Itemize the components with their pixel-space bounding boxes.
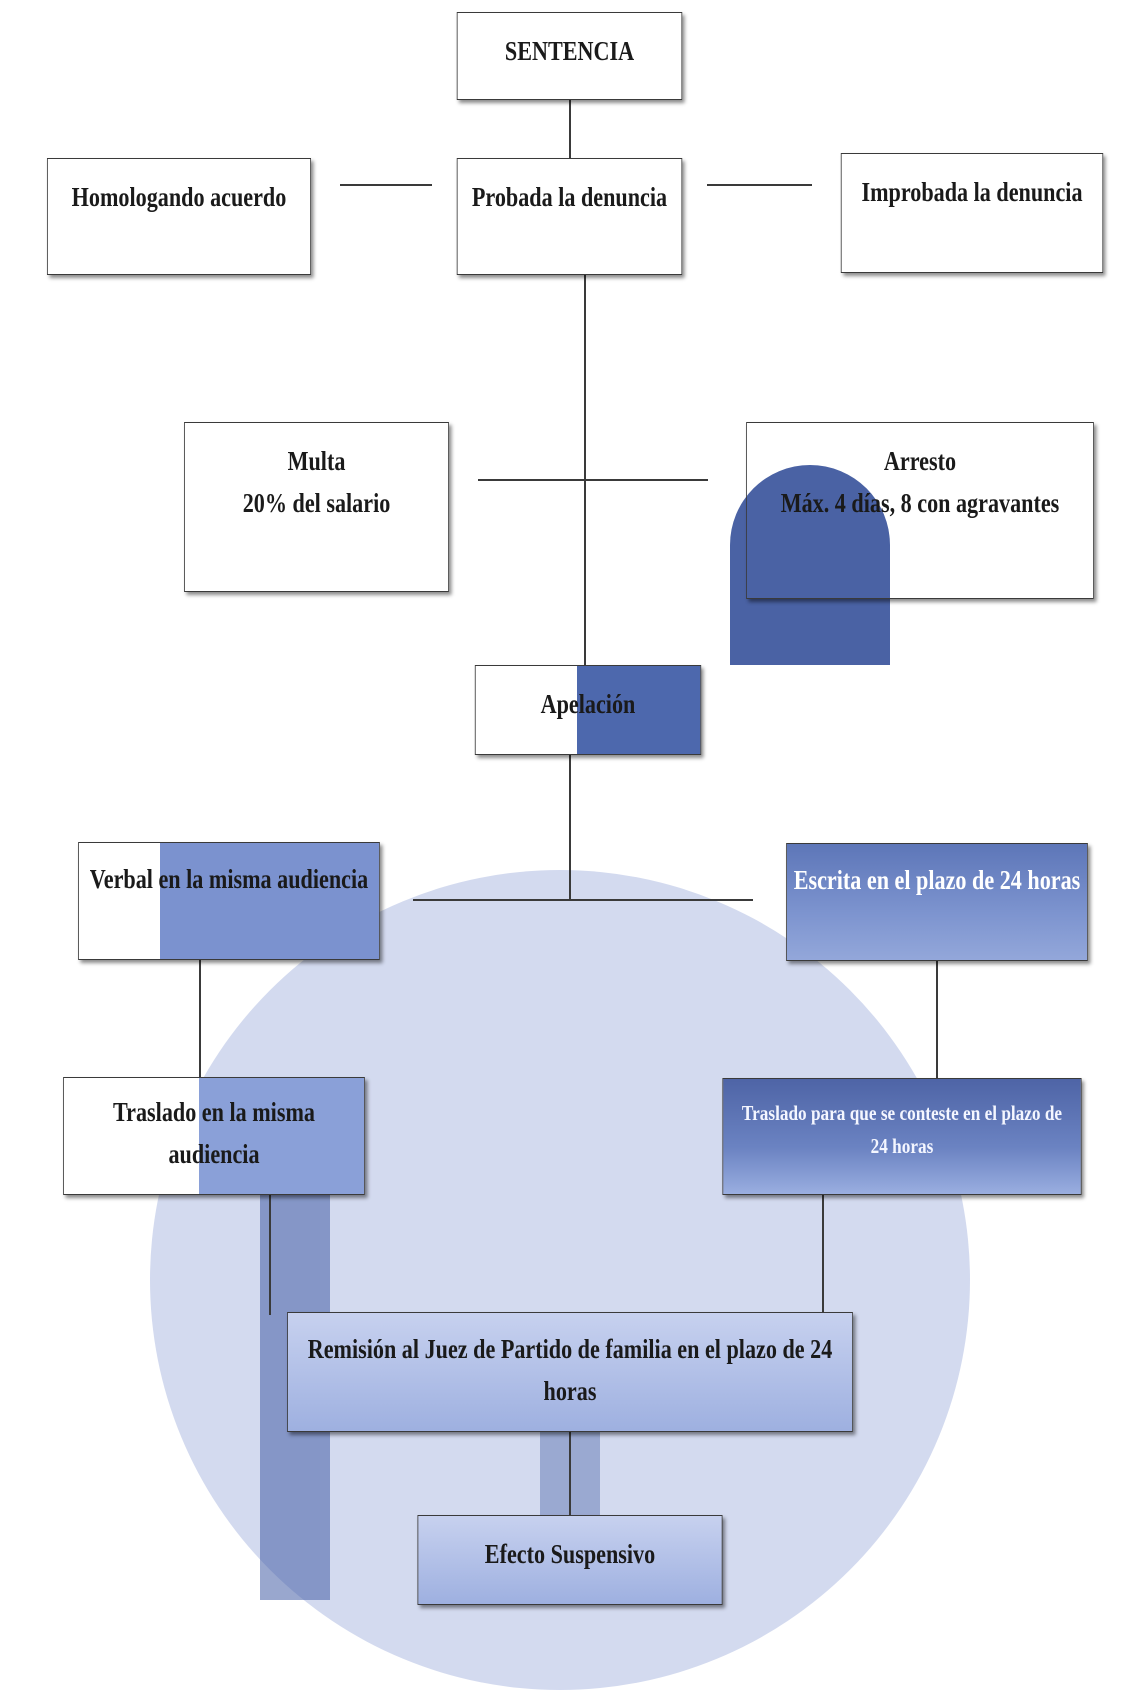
node-label: Verbal en la misma audiencia (89, 864, 369, 894)
node-homologando-acuerdo: Homologando acuerdo (46, 158, 312, 275)
node-label: Traslado para que se conteste en el plaz… (741, 1101, 1063, 1125)
node-label: Multa (287, 446, 346, 476)
node-label: Remisión al Juez de Partido de familia e… (307, 1334, 833, 1364)
node-multa: Multa 20% del salario (184, 422, 449, 592)
node-label: SENTENCIA (504, 36, 635, 66)
node-label: 20% del salario (242, 487, 391, 518)
node-label: Efecto Suspensivo (484, 1539, 656, 1569)
node-label: Apelación (540, 689, 636, 719)
connector-lines (199, 100, 938, 1515)
node-arresto: Arresto Máx. 4 días, 8 con agravantes (746, 422, 1094, 599)
node-label: Traslado en la misma (113, 1097, 315, 1127)
node-improbada-denuncia: Improbada la denuncia (840, 153, 1104, 273)
node-remision: Remisión al Juez de Partido de familia e… (287, 1312, 853, 1432)
node-label: Probada la denuncia (471, 182, 668, 212)
node-label: Improbada la denuncia (861, 177, 1083, 207)
node-verbal: Verbal en la misma audiencia (78, 842, 380, 960)
node-apelacion: Apelación (474, 665, 702, 755)
node-probada-denuncia: Probada la denuncia (456, 158, 683, 275)
node-efecto-suspensivo: Efecto Suspensivo (417, 1515, 723, 1605)
node-sentencia: SENTENCIA (456, 12, 683, 100)
node-label: horas (543, 1375, 597, 1406)
node-traslado-audiencia: Traslado en la misma audiencia (63, 1077, 365, 1195)
node-label: audiencia (168, 1138, 260, 1169)
node-escrita: Escrita en el plazo de 24 horas (786, 843, 1088, 961)
node-label: Homologando acuerdo (71, 182, 287, 212)
node-traslado-plazo: Traslado para que se conteste en el plaz… (722, 1078, 1082, 1195)
node-label: Máx. 4 días, 8 con agravantes (780, 487, 1060, 518)
node-label: Escrita en el plazo de 24 horas (793, 865, 1081, 895)
node-label: 24 horas (870, 1133, 934, 1158)
node-label: Arresto (883, 446, 957, 476)
